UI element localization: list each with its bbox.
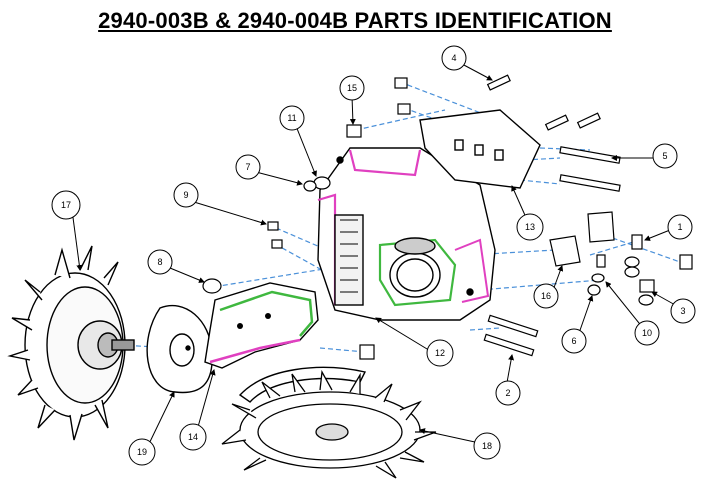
svg-text:17: 17 [61, 200, 71, 210]
page-title: 2940-003B & 2940-004B PARTS IDENTIFICATI… [98, 8, 612, 33]
callout-3: 3 [670, 298, 696, 324]
callouts: 4 15 11 7 9 8 17 5 13 1 3 10 6 16 12 2 1… [51, 45, 696, 466]
callout-10: 10 [634, 320, 660, 346]
callout-12: 12 [426, 339, 454, 367]
bolts-2 [483, 314, 539, 357]
bolts-4 [486, 74, 601, 131]
svg-text:4: 4 [451, 53, 456, 63]
svg-text:15: 15 [347, 83, 357, 93]
callout-8: 8 [147, 249, 173, 275]
svg-text:14: 14 [188, 432, 198, 442]
callout-17: 17 [51, 190, 81, 220]
svg-text:3: 3 [680, 306, 685, 316]
svg-text:8: 8 [157, 257, 162, 267]
callout-5: 5 [652, 143, 678, 169]
svg-text:13: 13 [525, 222, 535, 232]
callout-9: 9 [173, 182, 199, 208]
svg-text:18: 18 [482, 441, 492, 451]
disc-19 [146, 304, 213, 394]
callout-6: 6 [561, 328, 587, 354]
svg-text:12: 12 [435, 348, 445, 358]
callout-2: 2 [495, 380, 521, 406]
svg-text:1: 1 [677, 222, 682, 232]
bracket-14 [204, 282, 319, 369]
callout-13: 13 [516, 213, 544, 241]
top-plate-13 [419, 109, 541, 189]
callout-1: 1 [667, 214, 693, 240]
callout-18: 18 [473, 432, 501, 460]
spiked-wheel-18 [221, 369, 437, 479]
svg-text:7: 7 [245, 162, 250, 172]
svg-text:11: 11 [287, 113, 296, 123]
svg-text:2: 2 [505, 388, 510, 398]
main-frame-assembly [317, 147, 496, 321]
svg-text:9: 9 [183, 190, 188, 200]
sprocket-wheel-17 [7, 245, 135, 441]
svg-text:10: 10 [642, 328, 652, 338]
callout-4: 4 [441, 45, 467, 71]
small-hardware [202, 77, 693, 360]
callout-16: 16 [533, 283, 559, 309]
svg-text:6: 6 [571, 336, 576, 346]
svg-text:5: 5 [662, 151, 667, 161]
callout-11: 11 [279, 105, 305, 131]
callout-15: 15 [339, 75, 365, 101]
callout-19: 19 [128, 438, 156, 466]
bolts-5 [559, 146, 621, 192]
callout-7: 7 [235, 154, 261, 180]
svg-text:16: 16 [541, 291, 551, 301]
callout-14: 14 [179, 423, 207, 451]
svg-text:19: 19 [137, 447, 147, 457]
